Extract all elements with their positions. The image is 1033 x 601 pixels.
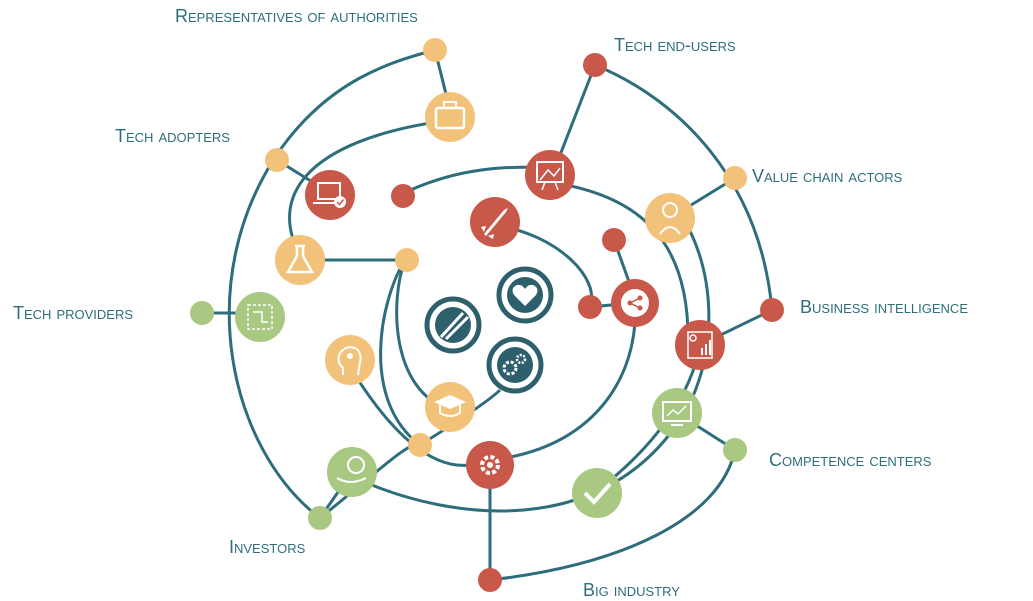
label-business-intelligence: Business intelligence bbox=[800, 297, 968, 317]
label-big-industry: Big industry bbox=[583, 580, 680, 600]
head-idea-icon bbox=[325, 335, 375, 385]
flask-icon bbox=[275, 235, 325, 285]
lightbulb-person-icon bbox=[645, 193, 695, 243]
label-tech-end-users: Tech end-users bbox=[614, 35, 736, 55]
money-hand-icon bbox=[327, 447, 377, 497]
share-icon bbox=[611, 279, 659, 327]
label-value-chain-actors: Value chain actors bbox=[752, 166, 903, 186]
spiral-lines bbox=[202, 48, 774, 582]
gear-icon bbox=[466, 441, 514, 489]
circuit-board-icon bbox=[235, 292, 285, 342]
briefcase-icon bbox=[425, 92, 475, 142]
label-tech-adopters: Tech adopters bbox=[115, 126, 230, 146]
heart-star-icon bbox=[496, 266, 554, 324]
graduation-cap-icon bbox=[425, 382, 475, 432]
gears-icon bbox=[486, 336, 544, 394]
rocket-icon bbox=[470, 197, 520, 247]
monitor-chart-icon bbox=[652, 388, 702, 438]
presentation-icon bbox=[525, 150, 575, 200]
laptop-check-icon bbox=[305, 170, 355, 220]
label-representatives-of-authorities: Representatives of authorities bbox=[175, 6, 418, 26]
checkmark-icon bbox=[572, 468, 622, 518]
report-chart-icon bbox=[675, 320, 725, 370]
endpoint-dots bbox=[190, 38, 784, 592]
label-competence-centers: Competence centers bbox=[769, 450, 932, 470]
utensils-icon bbox=[424, 296, 482, 354]
label-tech-providers: Tech providers bbox=[13, 303, 134, 323]
label-investors: Investors bbox=[229, 537, 306, 557]
